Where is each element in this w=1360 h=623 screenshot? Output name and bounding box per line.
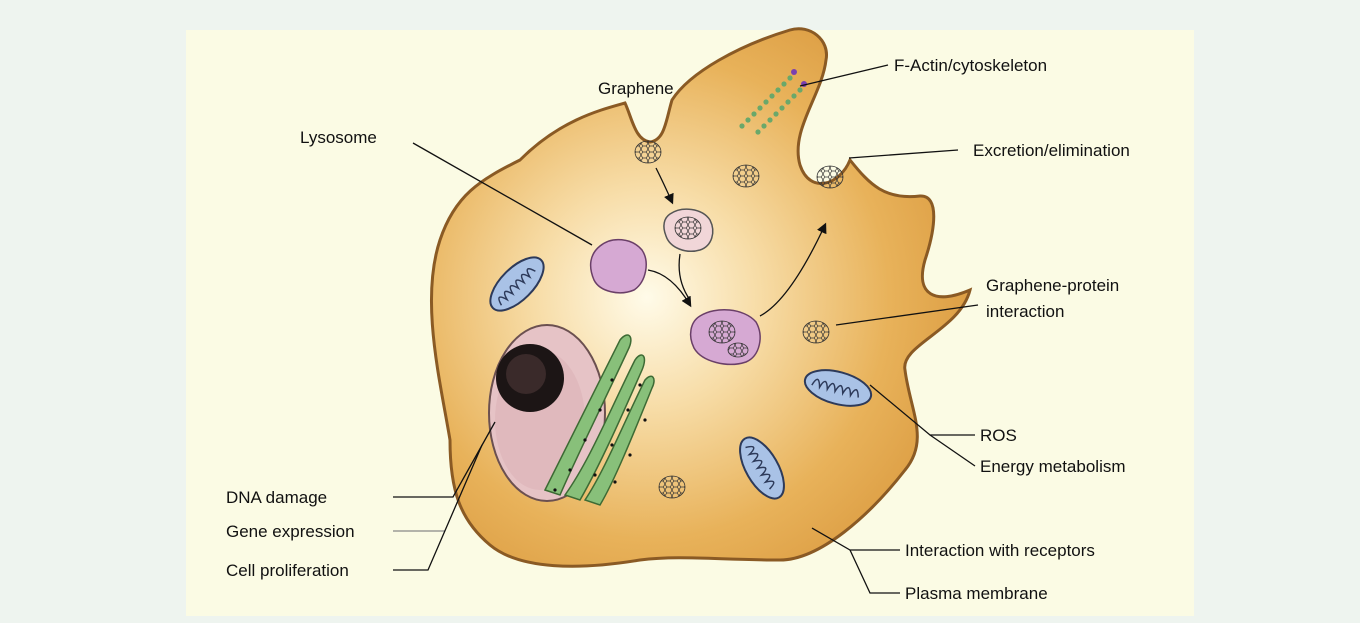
graphene-flake-icon: [635, 141, 661, 163]
endosome-icon: [664, 209, 713, 251]
label-cell-proliferation: Cell proliferation: [226, 561, 349, 580]
label-plasma-membrane: Plasma membrane: [905, 584, 1048, 603]
label-graphene: Graphene: [598, 79, 674, 98]
lysosome-icon: [591, 240, 647, 293]
energy-leader: [930, 435, 975, 466]
lysosome-icon: [691, 310, 760, 365]
graphene-flake-icon: [659, 476, 685, 498]
label-gene-expression: Gene expression: [226, 522, 355, 541]
label-receptors: Interaction with receptors: [905, 541, 1095, 560]
label-factin: F-Actin/cytoskeleton: [894, 56, 1047, 75]
label-lysosome: Lysosome: [300, 128, 377, 147]
label-energy: Energy metabolism: [980, 457, 1126, 476]
excretion-leader: [849, 150, 958, 158]
graphene-flake-icon: [803, 321, 829, 343]
label-dna-damage: DNA damage: [226, 488, 327, 507]
label-gp-interaction-line2: interaction: [986, 302, 1064, 321]
graphene-flake-icon: [817, 166, 843, 188]
graphene-flake-icon: [733, 165, 759, 187]
label-excretion: Excretion/elimination: [973, 141, 1130, 160]
membrane-leader: [850, 550, 900, 593]
label-gp-interaction-line1: Graphene-protein: [986, 276, 1119, 295]
label-ros: ROS: [980, 426, 1017, 445]
